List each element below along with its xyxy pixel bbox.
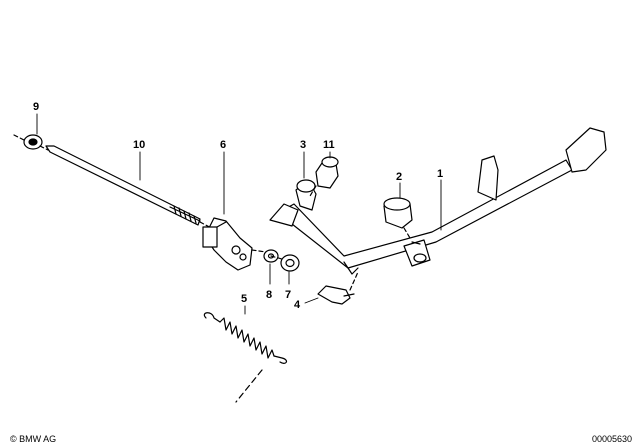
part-4-clip <box>317 271 359 305</box>
part-7-bushing <box>270 254 300 272</box>
callout-4: 4 <box>294 299 301 311</box>
callout-6: 6 <box>220 139 226 151</box>
callout-11: 11 <box>323 139 335 151</box>
part-1-stand-arm <box>269 127 607 275</box>
callout-7: 7 <box>285 289 291 301</box>
part-5-spring <box>203 312 288 403</box>
document-number: 00005630 <box>591 434 632 444</box>
part-6-bracket <box>202 217 267 271</box>
part-10-bolt <box>45 145 216 231</box>
part-3-sleeve <box>295 179 317 211</box>
copyright-text: © BMW AG <box>10 434 57 444</box>
callout-9: 9 <box>33 101 39 113</box>
callout-5: 5 <box>241 293 247 305</box>
callout-1: 1 <box>437 168 443 180</box>
callout-3: 3 <box>300 139 306 151</box>
callout-8: 8 <box>266 289 272 301</box>
part-9-washer <box>13 134 49 151</box>
part-2-buffer <box>383 197 413 239</box>
part-11-pin <box>309 156 339 197</box>
callout-2: 2 <box>396 171 402 183</box>
callout-10: 10 <box>133 139 145 151</box>
leader-lines <box>36 113 442 315</box>
